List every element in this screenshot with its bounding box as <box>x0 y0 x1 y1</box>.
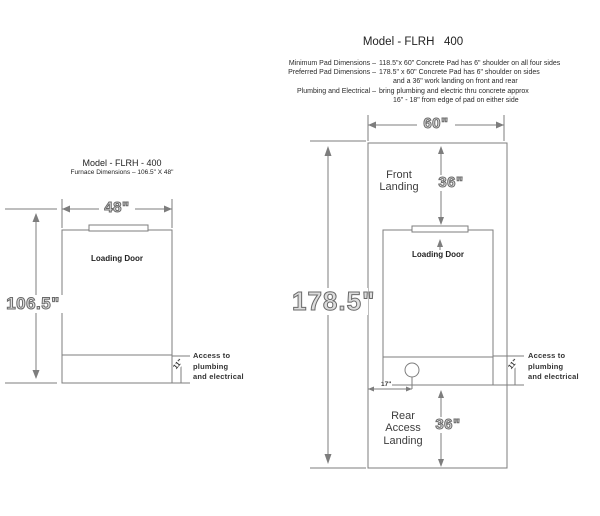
arrow-up-icon <box>437 239 443 247</box>
spec-label: Plumbing and Electrical – <box>297 87 376 95</box>
plumbing-offset-dim: 17" <box>380 381 393 388</box>
spec-row: Minimum Pad Dimensions – 118.5"x 60" Con… <box>283 59 599 68</box>
front-landing-label: Front Landing <box>379 169 419 194</box>
spec-value: 178.5" x 60" Concrete Pad has 6" shoulde… <box>379 69 540 77</box>
left-diagram-subtitle: Furnace Dimensions – 106.5" X 48" <box>70 169 174 176</box>
spec-row: Plumbing and Electrical – bring plumbing… <box>283 87 599 96</box>
spec-row: and a 36" work landing on front and rear <box>283 77 599 86</box>
page-title: Model - FLRH 400 <box>362 36 464 48</box>
access-note: Access to plumbing and electrical <box>193 351 244 381</box>
front-landing-dim: 36" <box>436 174 466 191</box>
spec-value: bring plumbing and electric thru concret… <box>379 87 529 95</box>
plumbing-penetration-circle <box>404 362 420 378</box>
furnace-top-cap <box>411 225 469 233</box>
arrow-up-icon <box>438 146 444 154</box>
spec-value: 16" - 18" from edge of pad on either sid… <box>393 96 519 104</box>
spec-row: 16" - 18" from edge of pad on either sid… <box>283 96 599 105</box>
arrow-down-icon <box>438 217 444 225</box>
spec-value: and a 36" work landing on front and rear <box>393 78 518 86</box>
pad-height-dim: 178.5" <box>292 286 376 316</box>
loading-door-label: Loading Door <box>403 250 473 259</box>
spec-row: Preferred Pad Dimensions – 178.5" x 60" … <box>283 68 599 77</box>
spec-value: 118.5"x 60" Concrete Pad has 6" shoulder… <box>379 60 561 67</box>
access-note: Access to plumbing and electrical <box>528 351 579 381</box>
furnace-top-cap <box>88 224 149 232</box>
left-diagram-title: Model - FLRH - 400 <box>82 158 162 168</box>
arrow-up-icon <box>32 213 40 222</box>
furnace-height-dim: 106.5" <box>2 294 64 313</box>
spec-label <box>283 77 376 86</box>
concrete-pad-outline <box>367 142 508 469</box>
arrow-down-icon <box>324 454 332 464</box>
arrow-left-icon <box>368 121 376 129</box>
arrow-up-icon <box>438 390 444 398</box>
furnace-width-dim: 48" <box>99 199 135 216</box>
arrow-right-icon <box>164 205 172 213</box>
rear-landing-dim: 36" <box>433 416 463 433</box>
left-furnace-diagram <box>5 199 190 384</box>
arrow-right-icon <box>406 386 412 392</box>
arrow-right-icon <box>496 121 504 129</box>
furnace-outline <box>61 229 173 384</box>
loading-door-label: Loading Door <box>82 254 152 263</box>
arrow-left-icon <box>62 205 70 213</box>
arrow-down-icon <box>438 459 444 467</box>
pad-width-dim: 60" <box>417 115 455 132</box>
arrow-up-icon <box>324 146 332 156</box>
rear-landing-label: Rear Access Landing <box>383 410 423 447</box>
spec-label: Preferred Pad Dimensions – <box>288 69 376 77</box>
arrow-left-icon <box>368 386 374 392</box>
pad-spec-notes: Minimum Pad Dimensions – 118.5"x 60" Con… <box>283 59 599 105</box>
arrow-down-icon <box>32 370 40 379</box>
spec-label <box>283 96 376 105</box>
spec-label: Minimum Pad Dimensions – <box>288 60 376 67</box>
